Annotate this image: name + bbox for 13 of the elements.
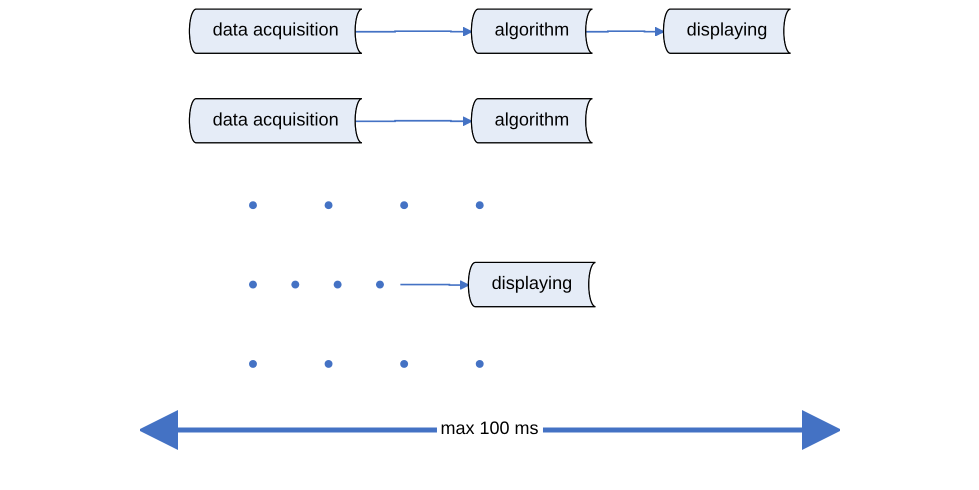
ellipsis-dots-icon (248, 360, 484, 368)
ellipsis-dots-icon (248, 201, 484, 210)
stored-data-box: algorithm (470, 98, 592, 144)
arrow (355, 26, 472, 37)
stored-data-box: algorithm (470, 8, 592, 54)
arrow (586, 26, 664, 37)
stored-data-box: data acquisition (188, 8, 362, 54)
stored-data-box: displaying (662, 8, 791, 54)
stored-data-box: displaying (467, 262, 596, 308)
arrow (355, 116, 472, 126)
ellipsis-dots-icon (248, 280, 384, 289)
stored-data-box: data acquisition (188, 98, 362, 144)
arrow (400, 280, 469, 290)
